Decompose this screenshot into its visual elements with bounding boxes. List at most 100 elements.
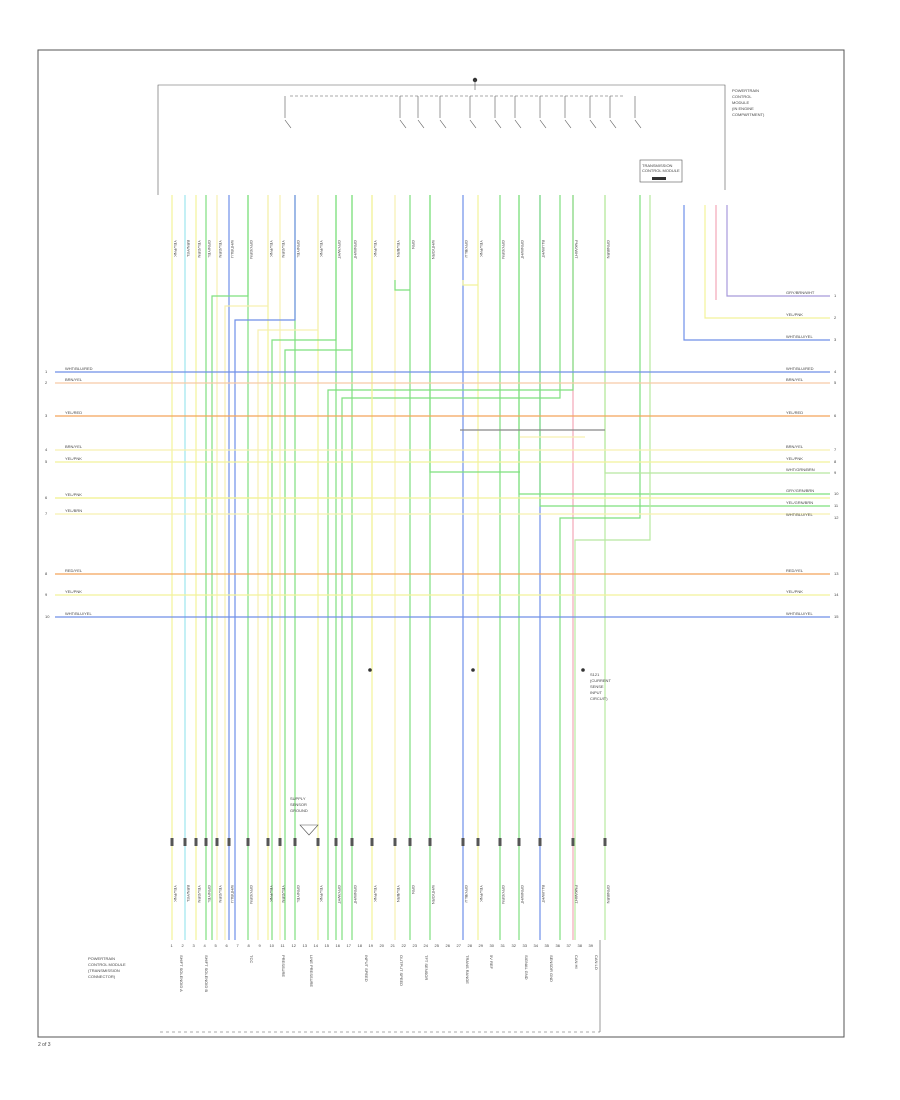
switch-contact-4 — [469, 119, 477, 129]
feed-wire-1 — [726, 205, 830, 297]
connector-stub-13 — [350, 838, 354, 846]
bottom-function-2: SHIFT SOLENOID B — [204, 955, 209, 992]
bottom-pin-1: 1 — [171, 943, 174, 948]
bottom-wire-label-19: YEL/PNK — [479, 885, 484, 902]
right-pin-6: 6 — [834, 413, 837, 418]
right-label-15: WHT/BLU/YEL — [786, 611, 813, 616]
connector-stub-3 — [194, 838, 198, 846]
connector-stub-1 — [170, 838, 174, 846]
bottom-function-13: CAN HI — [574, 955, 579, 969]
bottom-pin-26: 26 — [446, 943, 451, 948]
bottom-wire-label-1: YEL/PNK — [173, 885, 178, 902]
vertical-wire-label-12: GRY/WHT — [337, 240, 342, 259]
switch-contact-7 — [539, 119, 547, 129]
connector-stub-22 — [538, 838, 542, 846]
bottom-pin-30: 30 — [490, 943, 495, 948]
vertical-wire-label-15: YEL/BRN — [396, 240, 401, 257]
bus-pin-left-4: 4 — [45, 447, 48, 452]
vertical-wire-label-13: GRN/WHT — [353, 240, 358, 260]
vertical-wire-label-22: BLU/WHT — [541, 240, 546, 259]
vertical-wire-label-5: YEL/GRN — [218, 240, 223, 258]
right-label-14: YEL/PNK — [786, 589, 803, 594]
bottom-function-12: SENSOR GND — [549, 955, 554, 982]
connector-stub-5 — [215, 838, 219, 846]
connector-stub-16 — [408, 838, 412, 846]
bottom-function-9: TRANS RANGE — [465, 955, 470, 984]
routed-wire-4 — [574, 195, 651, 940]
bottom-function-11: SIGNAL GND — [524, 955, 529, 980]
connector-stub-12 — [334, 838, 338, 846]
bottom-wire-label-16: GRN — [411, 885, 416, 894]
page-footer: 2 of 3 — [38, 1042, 51, 1048]
bus-pin-left-3: 3 — [45, 413, 48, 418]
right-pin-2: 2 — [834, 315, 837, 320]
bottom-function-10: 5V REF — [489, 955, 494, 970]
right-label-13: RED/YEL — [786, 568, 804, 573]
bottom-wire-label-21: GRN/WHT — [520, 885, 525, 905]
top-module-label-4: (IN ENGINE — [732, 106, 754, 111]
right-label-3: WHT/BLU/YEL — [786, 334, 813, 339]
tcm-label-2: CONTROL MODULE — [642, 168, 680, 173]
feed-wire-3 — [683, 205, 830, 341]
bottom-pin-2: 2 — [182, 943, 185, 948]
bottom-pin-17: 17 — [347, 943, 352, 948]
bottom-pin-39: 39 — [589, 943, 594, 948]
right-label-9: WHT/GRN/BRN — [786, 467, 815, 472]
bottom-module-label-2: CONTROL MODULE — [88, 962, 126, 967]
vertical-wire-label-19: YEL/PNK — [479, 240, 484, 257]
connector-stub-24 — [603, 838, 607, 846]
bus-label-left-2: BRN/YEL — [65, 377, 83, 382]
vertical-wire-label-7: GRY/GRN — [249, 240, 254, 259]
vertical-wire-label-1: YEL/PNK — [173, 240, 178, 257]
routed-wire-17 — [271, 195, 337, 940]
bottom-wire-label-17: WHT/GRN — [431, 885, 436, 904]
vertical-wire-label-3: YEL/GRN — [197, 240, 202, 258]
bottom-function-3: TCC — [249, 955, 254, 963]
switch-contact-3 — [439, 119, 447, 129]
connector-stub-6 — [227, 838, 231, 846]
bottom-pin-31: 31 — [501, 943, 506, 948]
bus-pin-left-10: 10 — [45, 614, 50, 619]
bottom-wire-label-8: YEL/PNK — [269, 885, 274, 902]
right-label-5: BRN/YEL — [786, 377, 804, 382]
bottom-pin-11: 11 — [281, 943, 286, 948]
splice-note-4: INPUT — [590, 690, 603, 695]
connector-stub-2 — [183, 838, 187, 846]
right-pin-4: 4 — [834, 369, 837, 374]
connector-stub-21 — [517, 838, 521, 846]
connector-stub-15 — [393, 838, 397, 846]
switch-contact-9 — [589, 119, 597, 129]
routed-wire-14 — [224, 195, 269, 940]
bottom-pin-19: 19 — [369, 943, 374, 948]
bus-pin-left-8: 8 — [45, 571, 48, 576]
right-pin-1: 1 — [834, 293, 837, 298]
bus-pin-left-2: 2 — [45, 380, 48, 385]
wires — [55, 195, 830, 940]
bottom-pin-5: 5 — [215, 943, 218, 948]
bottom-pin-8: 8 — [248, 943, 251, 948]
bottom-module-label: POWERTRAIN CONTROL MODULE (TRANSMISSION … — [88, 956, 126, 979]
routed-wire-16 — [257, 195, 319, 940]
top-module-label-2: CONTROL — [732, 94, 752, 99]
bottom-pin-23: 23 — [413, 943, 418, 948]
connector-stub-17 — [428, 838, 432, 846]
connector-note: SUPPLY SENSOR GROUND — [290, 796, 319, 836]
vertical-wire-label-6: WHT/BLU — [230, 240, 235, 258]
right-label-4: WHT/BLU/RED — [786, 366, 814, 371]
connector-stub-8 — [266, 838, 270, 846]
connector-stub-14 — [370, 838, 374, 846]
routed-wire-18 — [284, 195, 353, 940]
right-label-1: GRY/BRN/WHT — [786, 290, 815, 295]
bottom-wire-label-3: YEL/GRN — [197, 885, 202, 903]
bus-pin-left-1: 1 — [45, 369, 48, 374]
bus-pin-left-5: 5 — [45, 459, 48, 464]
bottom-function-7: OUTPUT SPEED — [399, 955, 404, 986]
bottom-wire-label-22: BLU/WHT — [541, 885, 546, 904]
bottom-function-5: LINE PRESSURE — [309, 955, 314, 987]
vertical-wire-label-8: YEL/PNK — [269, 240, 274, 257]
bottom-wire-label-9: YEL/GRN — [281, 885, 286, 903]
bottom-wire-label-5: YEL/GRN — [218, 885, 223, 903]
routed-wire-1 — [518, 195, 830, 495]
routed-wire-8 — [327, 195, 574, 940]
connector-stub-11 — [316, 838, 320, 846]
